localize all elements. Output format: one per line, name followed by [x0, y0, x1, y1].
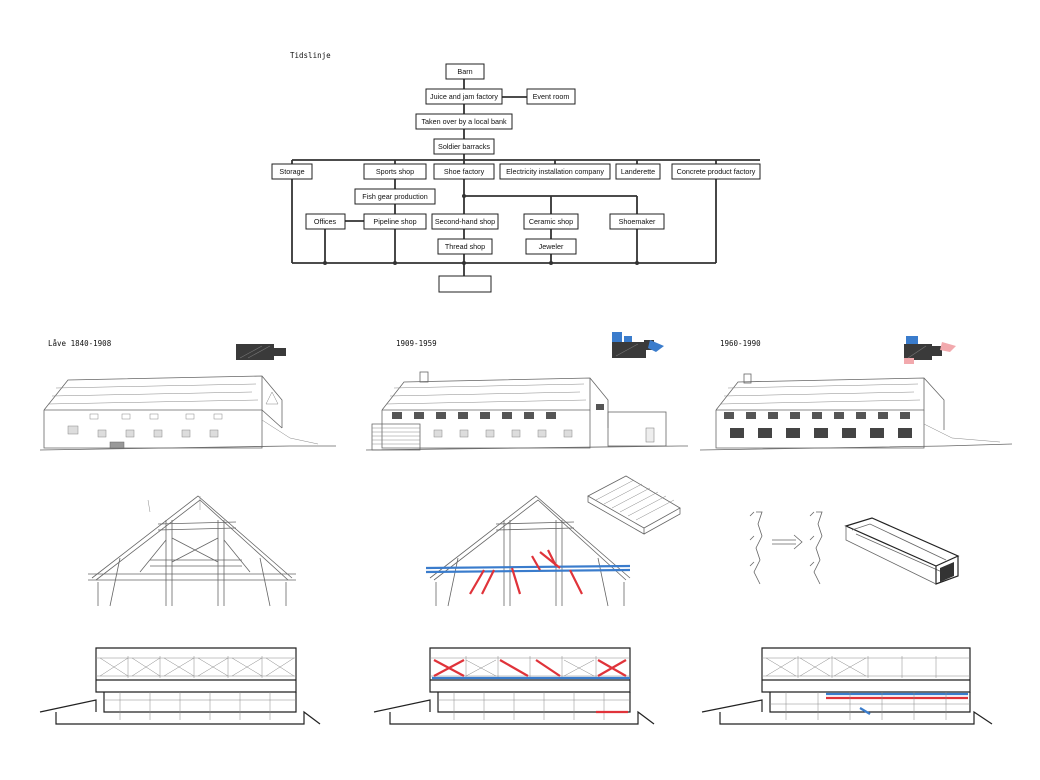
node-landerette-label: Landerette — [621, 167, 655, 176]
node-bank: Taken over by a local bank — [415, 113, 513, 130]
node-shoemaker: Shoemaker — [609, 213, 665, 230]
node-event-label: Event room — [533, 92, 570, 101]
section-2 — [373, 647, 655, 725]
node-ceramic: Ceramic shop — [523, 213, 579, 230]
node-storage-label: Storage — [279, 167, 304, 176]
node-secondhand-label: Second-hand shop — [435, 217, 495, 226]
timeline-connectors — [291, 79, 760, 276]
section-3 — [701, 647, 993, 725]
node-soldier-label: Soldier barracks — [438, 142, 490, 151]
volume-icon-2 — [612, 332, 664, 358]
section-1 — [39, 647, 321, 725]
post-detail-before — [749, 511, 823, 585]
node-thread: Thread shop — [437, 238, 493, 255]
timeline-title: Tidslinje — [290, 51, 331, 60]
node-pipeline: Pipeline shop — [363, 213, 427, 230]
steel-beam-detail — [844, 517, 960, 585]
node-secondhand: Second-hand shop — [431, 213, 499, 230]
timeline: Tidslinje — [271, 51, 761, 293]
truss-sketch-1 — [88, 495, 296, 607]
node-thread-label: Thread shop — [445, 242, 485, 251]
node-concrete-label: Concrete product factory — [677, 167, 756, 176]
node-landerette: Landerette — [615, 163, 661, 180]
node-storage: Storage — [271, 163, 313, 180]
node-event: Event room — [526, 88, 576, 105]
plank-detail — [587, 475, 681, 535]
period-label-3: 1960-1990 — [720, 339, 761, 348]
node-electricity-label: Electricity installation company — [506, 167, 604, 176]
node-offices: Offices — [305, 213, 346, 230]
node-barn: Barn — [445, 63, 485, 80]
volume-icon-3 — [904, 336, 956, 364]
node-sports-label: Sports shop — [376, 167, 414, 176]
node-juice-label: Juice and jam factory — [430, 92, 498, 101]
node-barn-label: Barn — [457, 67, 472, 76]
barn-elevation-3 — [699, 373, 1013, 451]
node-electricity: Electricity installation company — [499, 163, 611, 180]
node-concrete: Concrete product factory — [671, 163, 761, 180]
node-jeweler-label: Jeweler — [539, 242, 564, 251]
node-soldier: Soldier barracks — [433, 138, 495, 155]
period-label-1: Låve 1840-1908 — [48, 339, 112, 348]
node-ceramic-label: Ceramic shop — [529, 217, 573, 226]
node-final — [438, 275, 492, 293]
node-bank-label: Taken over by a local bank — [421, 117, 507, 126]
node-juice: Juice and jam factory — [425, 88, 503, 105]
node-offices-label: Offices — [314, 217, 337, 226]
node-shoemaker-label: Shoemaker — [619, 217, 656, 226]
node-sports: Sports shop — [363, 163, 427, 180]
barn-elevation-1 — [39, 375, 336, 451]
node-fishgear-label: Fish gear production — [362, 192, 428, 201]
node-shoe: Shoe factory — [433, 163, 495, 180]
volume-icon-1 — [236, 344, 286, 360]
node-fishgear: Fish gear production — [354, 188, 436, 205]
node-shoe-label: Shoe factory — [444, 167, 485, 176]
period-label-2: 1909-1959 — [396, 339, 437, 348]
truss-sketch-2 — [425, 495, 631, 607]
node-pipeline-label: Pipeline shop — [373, 217, 416, 226]
barn-elevation-2 — [365, 371, 688, 451]
node-jeweler: Jeweler — [525, 238, 577, 255]
arrow-icon — [772, 534, 803, 550]
